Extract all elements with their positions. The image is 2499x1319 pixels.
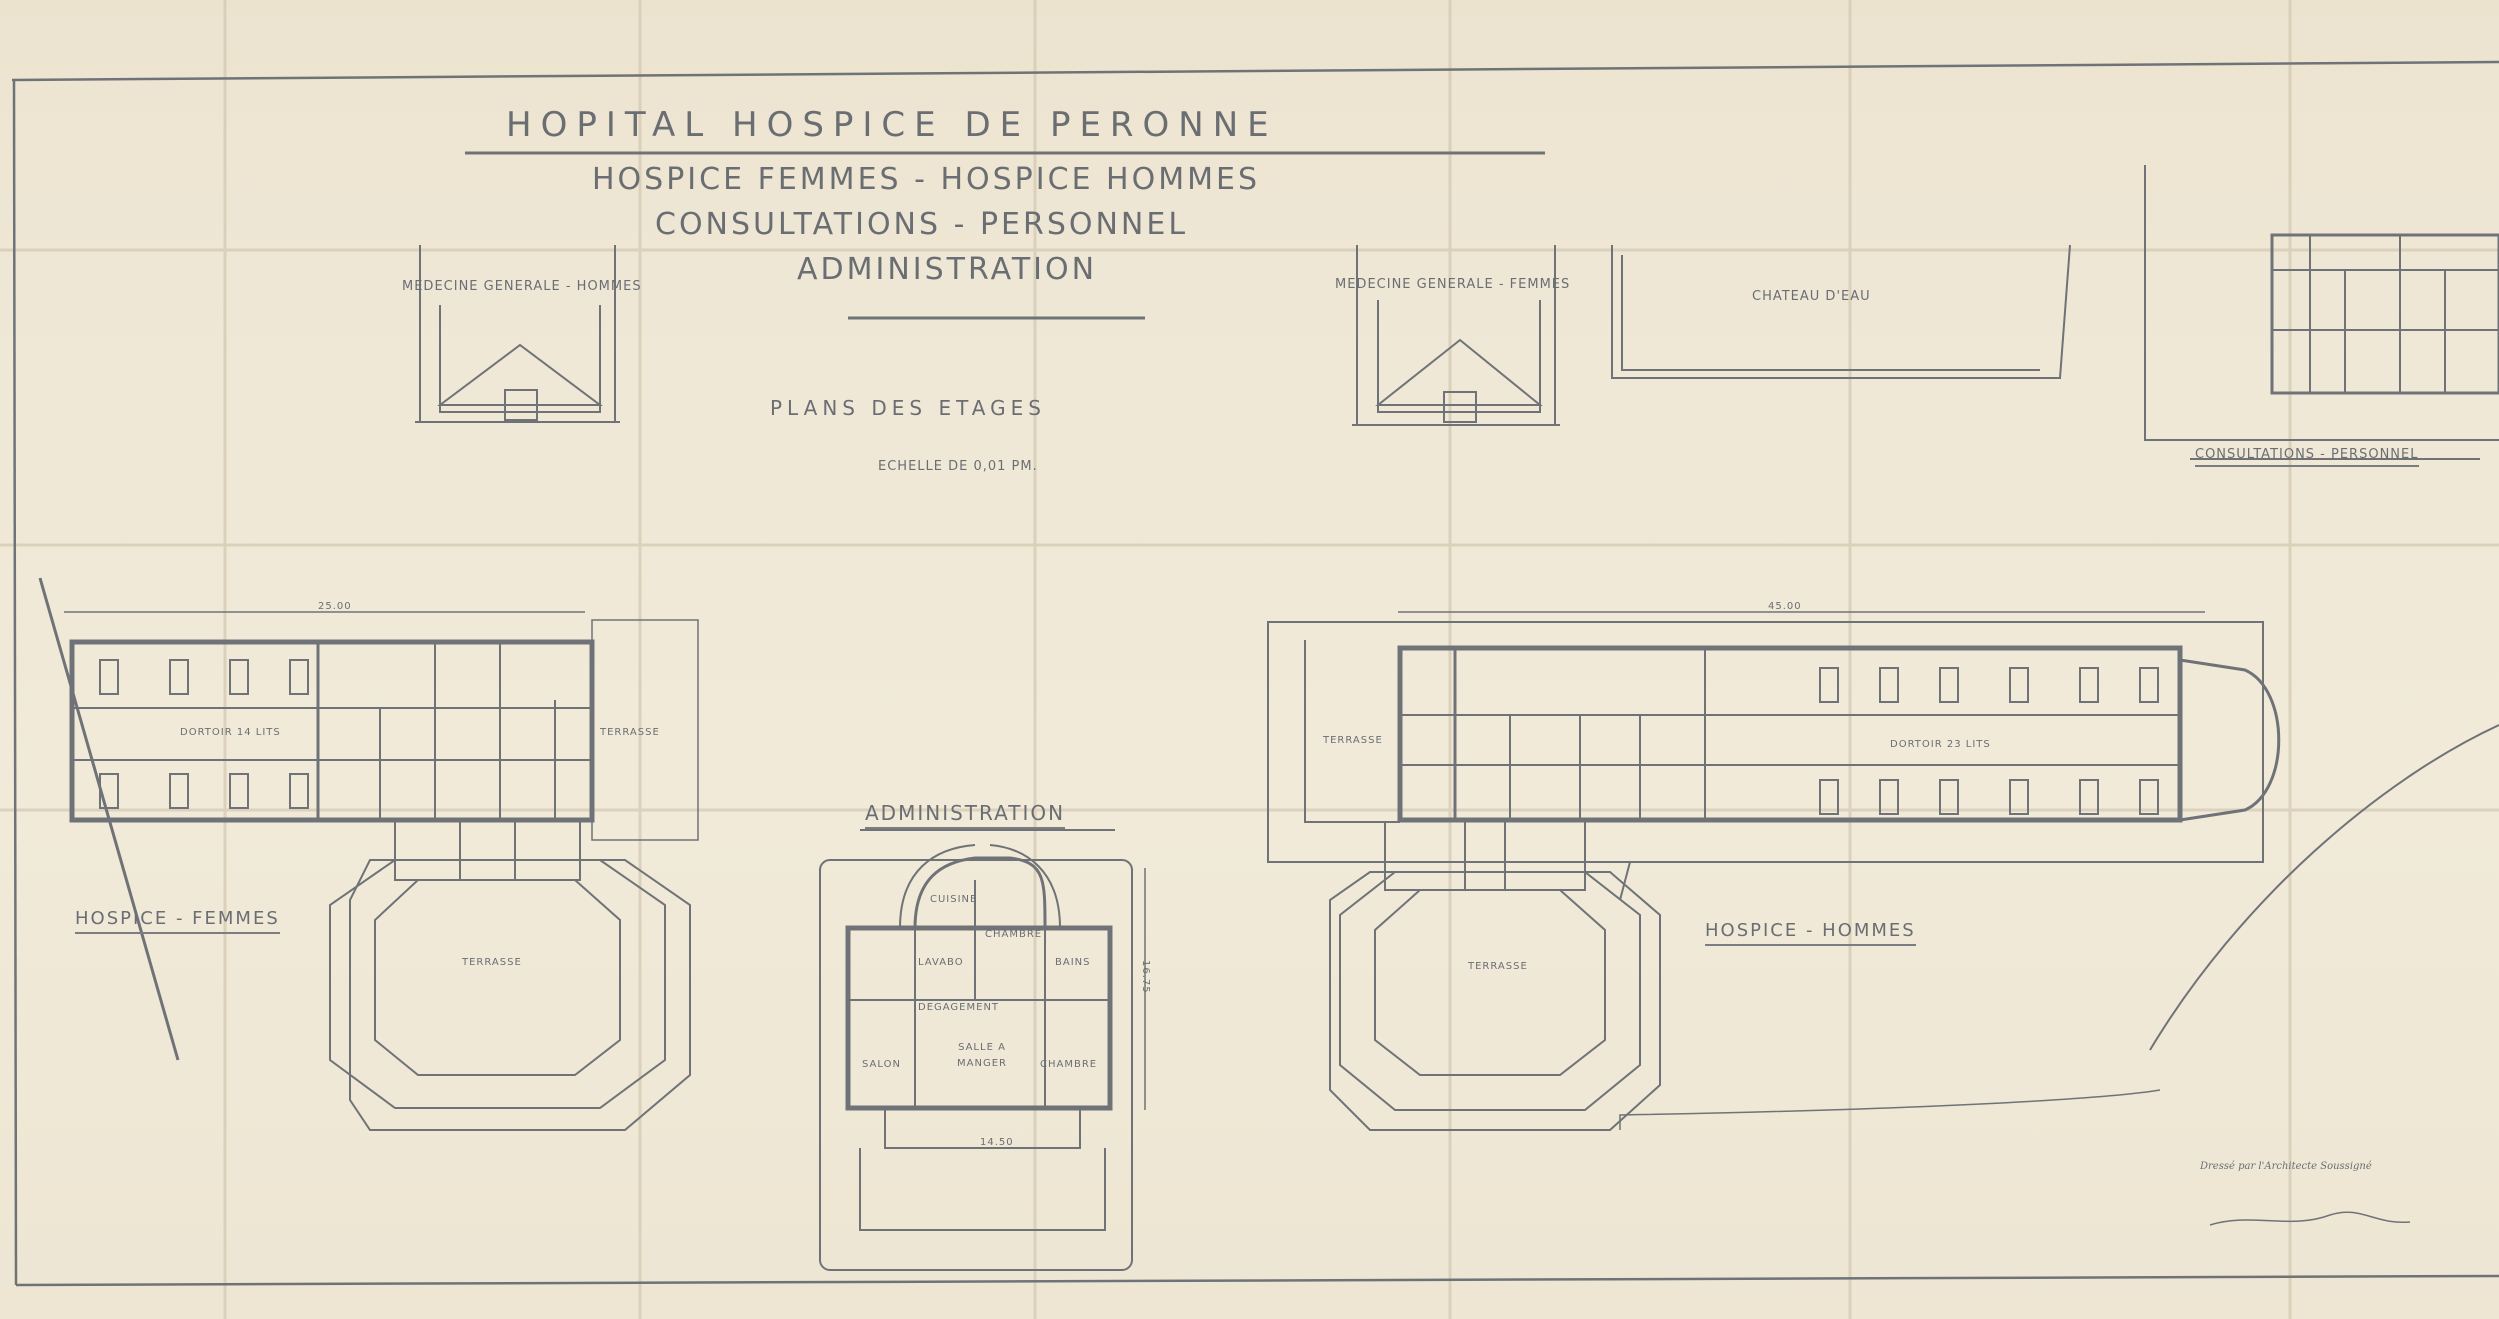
title-line-1: HOPITAL HOSPICE DE PERONNE (506, 105, 1278, 145)
elevation-femmes (1352, 245, 1560, 426)
room-salon: SALON (862, 1059, 901, 1070)
room-degagement: DEGAGEMENT (918, 1002, 1000, 1013)
elevation-hommes (415, 245, 620, 423)
site-boundary-arc (2149, 724, 2499, 1051)
room-lavabo: LAVABO (918, 957, 964, 968)
dim-femmes-width: 25.00 (318, 601, 352, 612)
room-salle-a-manger: SALLE A MANGER (957, 1042, 1007, 1069)
title-line-2: HOSPICE FEMMES - HOSPICE HOMMES (592, 162, 1260, 197)
room-terrasse-femmes: TERRASSE (462, 957, 522, 968)
dim-admin-width: 14.50 (980, 1137, 1014, 1148)
chateau-label: CHATEAU D'EAU (1752, 289, 1871, 304)
administration-label: ADMINISTRATION (865, 803, 1066, 829)
room-terrasse-femmes-side: TERRASSE (600, 727, 660, 738)
signature-text: Dressé par l'Architecte Soussigné (2200, 1161, 2372, 1172)
room-chambre-1: CHAMBRE (985, 929, 1043, 940)
dim-admin-height: 16.75 (1140, 960, 1151, 994)
title-line-3: CONSULTATIONS - PERSONNEL (655, 207, 1189, 242)
room-terrasse-hommes: TERRASSE (1468, 961, 1528, 972)
room-chambre-2: CHAMBRE (1040, 1059, 1098, 1070)
chateau-deau-frame (1611, 244, 2071, 379)
dim-hommes-width: 45.00 (1768, 601, 1802, 612)
signature-mark (2209, 1211, 2411, 1226)
room-cuisine: CUISINE (930, 894, 978, 905)
inset-consultations (2144, 165, 2499, 460)
elevation-femmes-label: MEDECINE GENERALE - FEMMES (1335, 277, 1571, 292)
title-line-4: ADMINISTRATION (797, 252, 1098, 287)
room-bains: BAINS (1055, 957, 1091, 968)
plan-hospice-hommes (1267, 611, 2281, 1131)
inset-consultations-label: CONSULTATIONS - PERSONNEL (2195, 448, 2419, 467)
elevation-hommes-label: MEDECINE GENERALE - HOMMES (402, 279, 642, 294)
plan-hospice-femmes (38, 577, 699, 1131)
room-terrasse-hommes-side: TERRASSE (1323, 735, 1383, 746)
hospice-femmes-label: HOSPICE - FEMMES (75, 910, 280, 934)
plan-administration (819, 829, 1146, 1271)
hospice-hommes-label: HOSPICE - HOMMES (1705, 922, 1916, 946)
scale-label: ECHELLE DE 0,01 PM. (878, 459, 1038, 474)
room-dortoir-23: DORTOIR 23 LITS (1890, 739, 1991, 750)
room-dortoir-14: DORTOIR 14 LITS (180, 727, 281, 738)
plans-subtitle: PLANS DES ETAGES (770, 396, 1046, 420)
